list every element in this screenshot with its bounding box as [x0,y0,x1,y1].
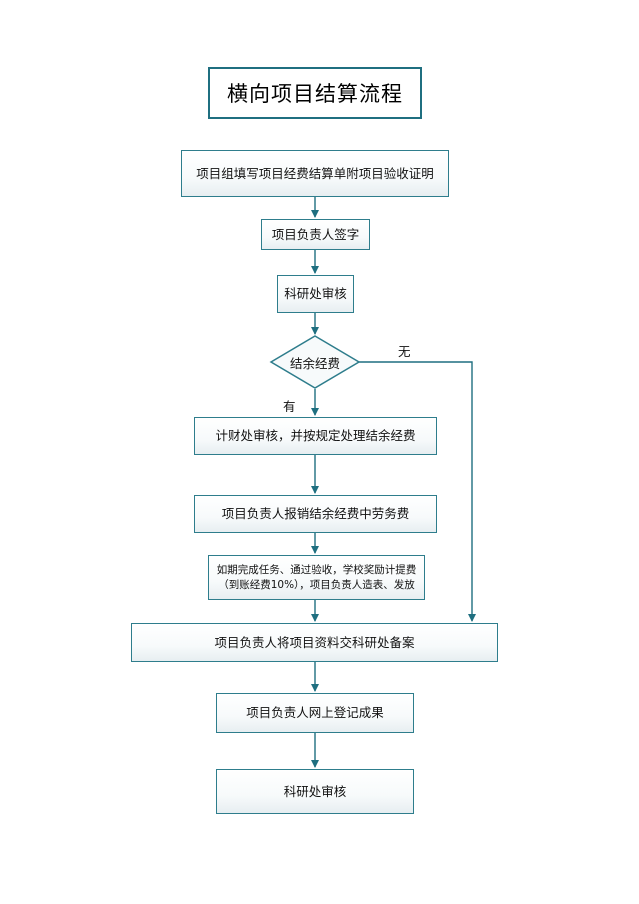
edge-label-yes: 有 [283,399,296,414]
reward-line-2: （到账经费10%），项目负责人造表、发放 [218,578,415,591]
flowchart-title: 横向项目结算流程 [208,67,422,119]
decision-diamond [269,335,361,389]
step-submit-records: 项目负责人将项目资料交科研处备案 [131,623,498,662]
step-leader-sign: 项目负责人签字 [261,219,370,250]
step-school-reward: 如期完成任务、通过验收，学校奖励计提费 （到账经费10%），项目负责人造表、发放 [208,555,425,600]
step-research-office-review: 科研处审核 [277,275,354,313]
step-reimburse-labor-fee: 项目负责人报销结余经费中劳务费 [194,495,437,533]
step-online-register: 项目负责人网上登记成果 [216,693,414,733]
step-fill-settlement-form: 项目组填写项目经费结算单附项目验收证明 [181,150,449,197]
step-finance-review: 计财处审核，并按规定处理结余经费 [194,417,437,455]
step-research-office-review-final: 科研处审核 [216,769,414,814]
decision-label: 结余经费 [289,355,340,371]
arrow-no-branch [359,361,476,622]
reward-line-1: 如期完成任务、通过验收，学校奖励计提费 [216,563,417,576]
edge-label-no: 无 [398,344,411,359]
